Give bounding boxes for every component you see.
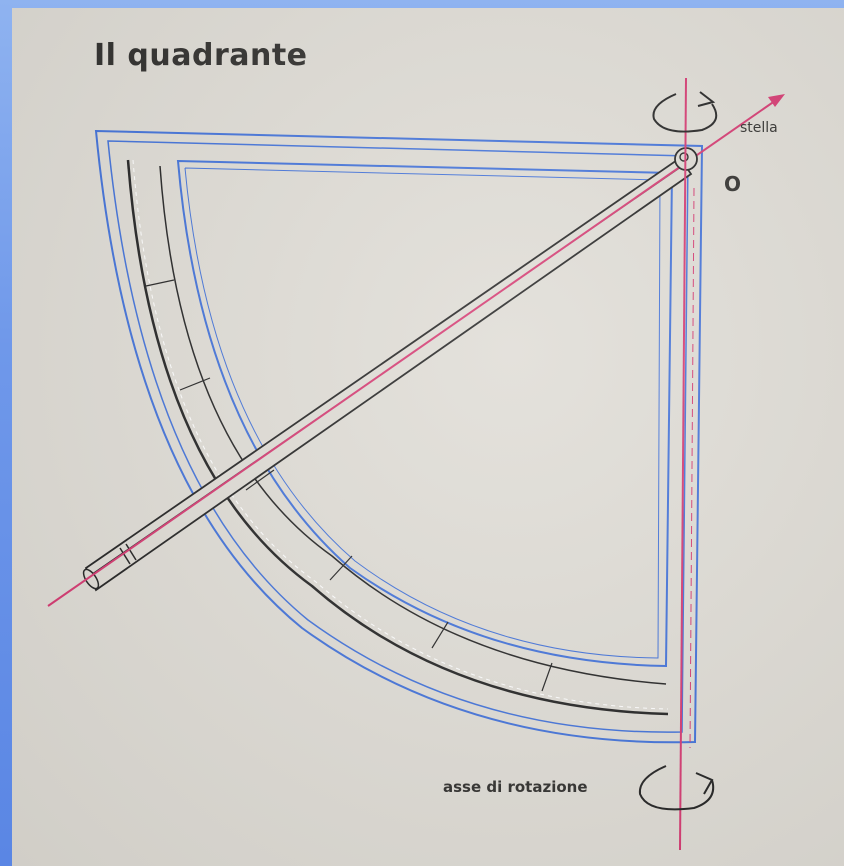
rotation-axis	[679, 77, 687, 851]
rotation-axis-dashed	[689, 187, 695, 749]
scale-tick	[431, 621, 449, 649]
scale-arc-inner	[159, 165, 667, 685]
diagram-title: Il quadrante	[94, 38, 308, 73]
rotation-arrow-top-head	[697, 91, 716, 107]
line-of-sight-arrowhead	[768, 94, 785, 107]
scale-arc-dashed	[132, 159, 669, 710]
diagram-page: Il quadrante	[12, 8, 844, 866]
rotation-arrow-top-icon	[652, 93, 718, 133]
scale-arc-outer	[126, 159, 669, 716]
scale-ticks	[145, 279, 553, 692]
scale-tick	[541, 662, 553, 692]
quadrant-inner-frame-line	[184, 167, 661, 659]
quadrant-diagram	[47, 77, 785, 851]
sighting-tube-eyepiece	[82, 568, 100, 590]
sighting-tube-ring	[119, 543, 137, 565]
scale-tick	[329, 555, 353, 581]
rotation-axis-label: asse di rotazione	[443, 778, 588, 796]
rotation-arrow-bottom-icon	[638, 765, 715, 811]
quadrant-outer-frame	[94, 129, 704, 744]
origin-label: O	[724, 172, 742, 196]
quadrant-inner-frame	[176, 159, 674, 668]
star-label: stella	[740, 120, 778, 136]
scale-tick	[245, 469, 275, 491]
scale-tick	[145, 279, 175, 287]
pivot-point-center	[679, 152, 689, 162]
line-of-sight	[47, 95, 783, 607]
scale-tick	[179, 377, 211, 391]
rotation-arrow-bottom-head	[695, 772, 714, 795]
quadrant-outer-frame-inner	[107, 140, 689, 733]
